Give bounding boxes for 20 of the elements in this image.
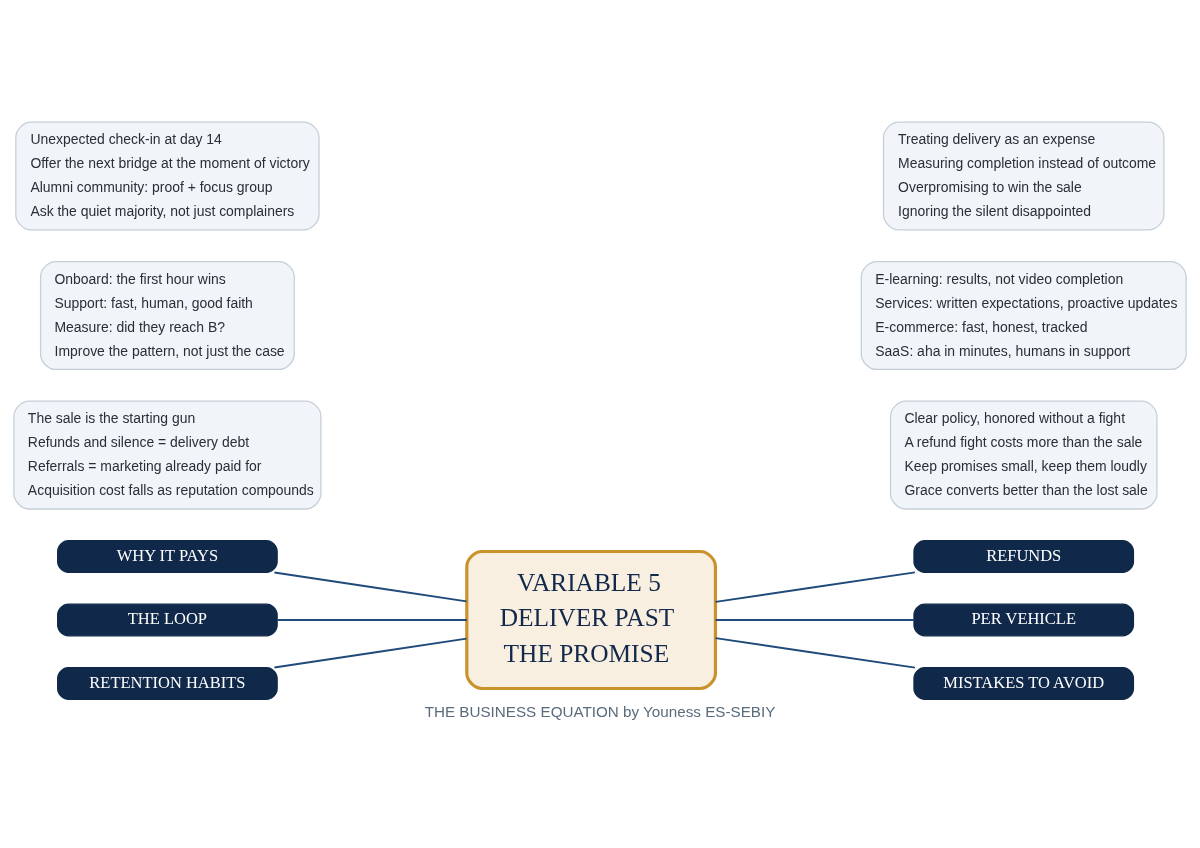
connector <box>714 619 915 621</box>
node-box: Unexpected check-in at day 14 Offer the next bridge at the moment of victory Alumni community: proof + focus group Ask the quiet majority, not just complainers <box>15 121 320 231</box>
caption: THE BUSINESS EQUATION by Youness ES-SEBIY <box>424 702 776 720</box>
node-box: REFUNDS <box>913 540 1135 574</box>
node-box: Treating delivery as an expense Measuring completion instead of outcome Overpromising to win the sale Ignoring the silent disappointed <box>882 121 1165 231</box>
node-box: E-learning: results, not video completion Services: written expectations, proactive updates E-commerce: fast, honest, tracked SaaS: aha in minutes, humans in support <box>860 261 1187 371</box>
connector <box>714 571 916 603</box>
node-box: VARIABLE 5 DELIVER PAST THE PROMISE <box>465 549 718 691</box>
node-box: Onboard: the first hour wins Support: fast, human, good faith Measure: did they reach B? Improve the pattern, not just the case <box>39 261 295 371</box>
connector <box>276 619 468 621</box>
connector <box>273 637 468 669</box>
node-box: MISTAKES TO AVOID <box>913 666 1135 700</box>
node-box: The sale is the starting gun Refunds and silence = delivery debt Referrals = marketing already paid for Acquisition cost falls as reputation compounds <box>13 400 322 510</box>
connector <box>714 637 916 669</box>
node-box: PER VEHICLE <box>913 603 1135 637</box>
connector <box>273 571 468 603</box>
node-box: RETENTION HABITS <box>57 666 278 700</box>
node-box: Clear policy, honored without a fight A refund fight costs more than the sale Keep promises small, keep them loudly Grace converts better than the lost sale <box>889 400 1158 510</box>
node-box: WHY IT PAYS <box>57 540 278 574</box>
node-box: THE LOOP <box>57 603 278 637</box>
